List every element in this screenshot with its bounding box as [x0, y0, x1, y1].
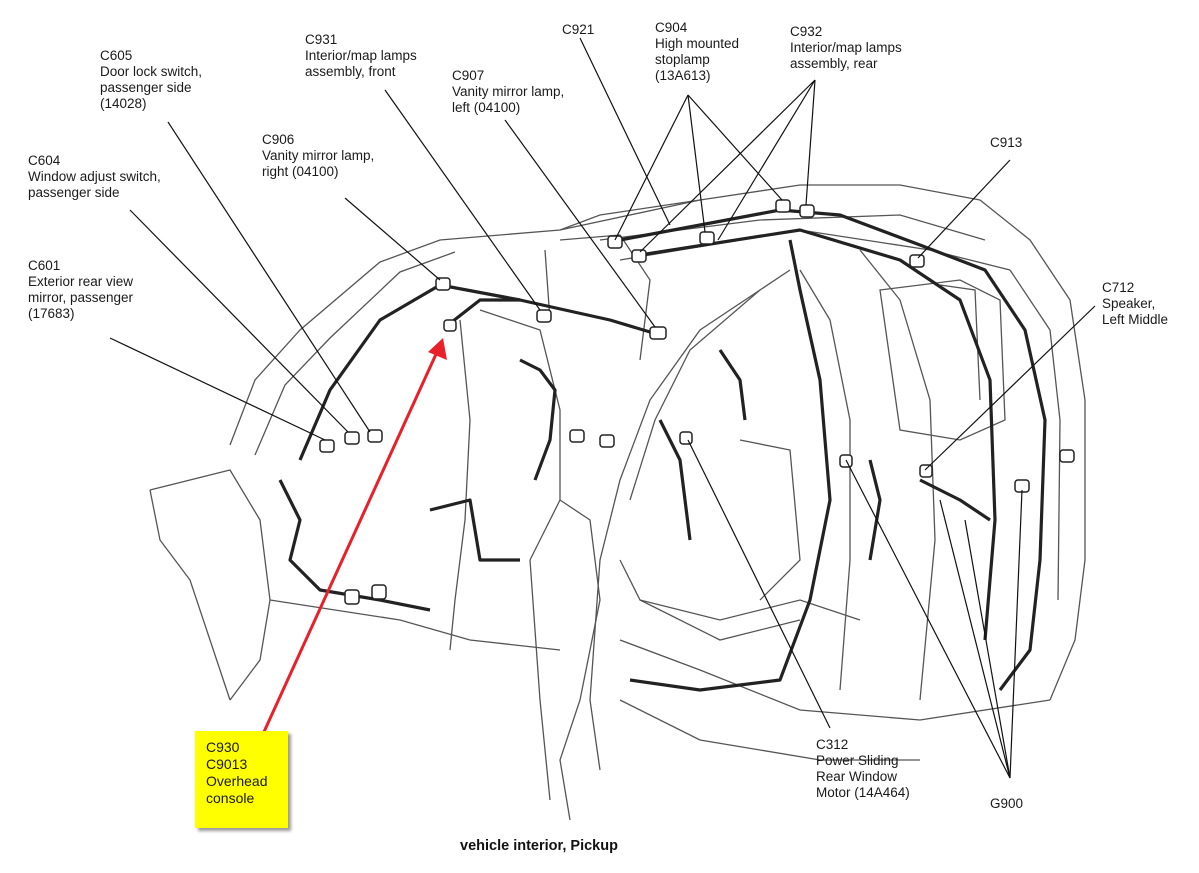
diagram-caption: vehicle interior, Pickup	[460, 838, 618, 854]
wiring-harness	[278, 208, 1047, 692]
vehicle-body-outline	[149, 184, 1086, 821]
connectors	[319, 199, 1075, 605]
callout-g900: G900	[990, 796, 1024, 811]
leader-lines	[109, 37, 1096, 779]
highlight-arrow	[256, 338, 447, 746]
callout-c913: C913	[990, 135, 1023, 150]
callout-c921: C921	[562, 22, 595, 37]
